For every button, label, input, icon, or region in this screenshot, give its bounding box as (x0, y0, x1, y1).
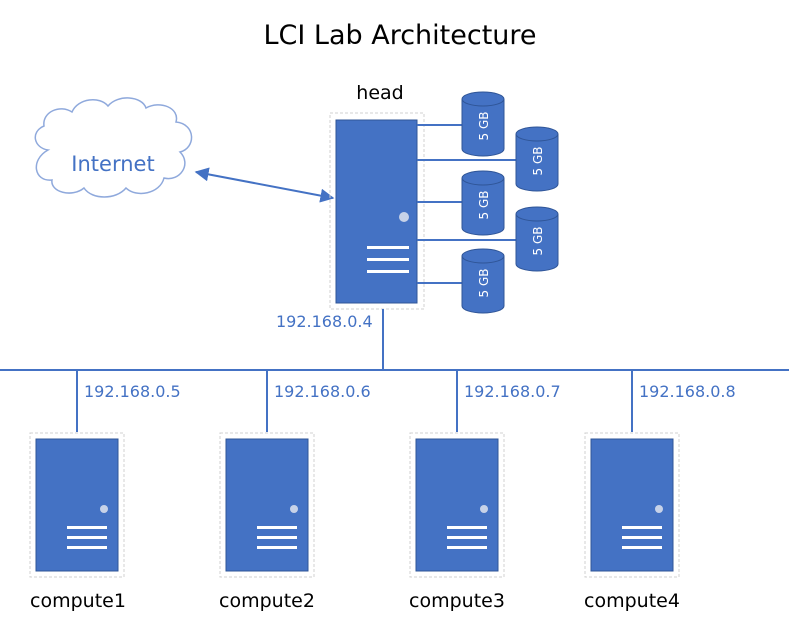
disk-1: 5 GB (461, 91, 505, 157)
head-ip: 192.168.0.4 (276, 312, 373, 331)
internet-label: Internet (71, 152, 154, 176)
compute2-label: compute2 (219, 590, 315, 612)
compute1-ip: 192.168.0.5 (84, 382, 181, 401)
disk-2-size: 5 GB (531, 147, 545, 176)
compute4-server-icon (584, 432, 680, 578)
compute1-server-icon (29, 432, 125, 578)
compute4-ip: 192.168.0.8 (639, 382, 736, 401)
compute3-label: compute3 (409, 590, 505, 612)
diagram-title: LCI Lab Architecture (263, 20, 536, 51)
compute2-ip: 192.168.0.6 (274, 382, 371, 401)
disk-1-size: 5 GB (477, 112, 491, 141)
disk-4-size: 5 GB (531, 227, 545, 256)
internet-link-arrow (194, 167, 335, 203)
disk-3-size: 5 GB (477, 191, 491, 220)
disk-4: 5 GB (515, 206, 559, 272)
compute3-ip: 192.168.0.7 (464, 382, 561, 401)
compute3-server-icon (409, 432, 505, 578)
compute1-label: compute1 (30, 590, 126, 612)
head-label: head (356, 82, 403, 104)
disk-5: 5 GB (461, 248, 505, 314)
disk-3: 5 GB (461, 170, 505, 236)
disk-5-size: 5 GB (477, 269, 491, 298)
disk-2: 5 GB (515, 126, 559, 192)
internet-cloud-icon: Internet (34, 97, 193, 198)
disk-connectors (417, 124, 516, 284)
head-server-icon (329, 112, 425, 310)
compute2-server-icon (219, 432, 315, 578)
compute4-label: compute4 (584, 590, 680, 612)
